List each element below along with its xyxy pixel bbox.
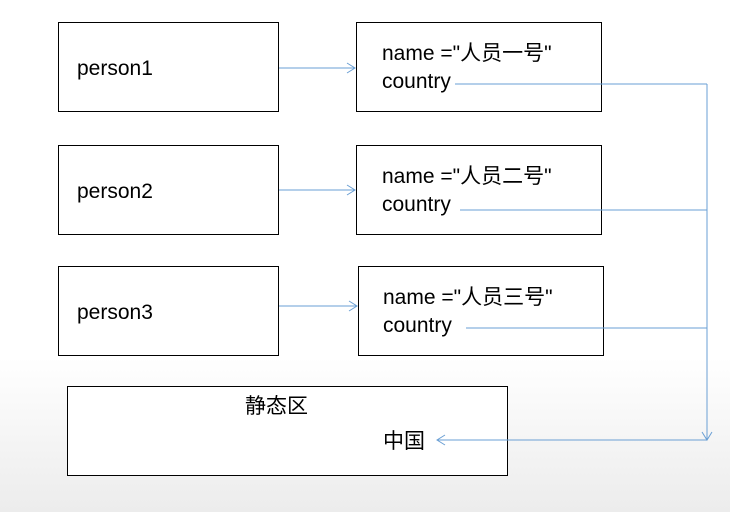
static-area-box: 静态区 中国: [67, 386, 508, 476]
person1-name-field: name ="人员一号": [382, 42, 552, 65]
person3-country-field: country: [383, 314, 452, 337]
static-area-title: 静态区: [245, 395, 308, 418]
person2-label: person2: [77, 180, 153, 203]
person2-box: person2: [58, 145, 279, 235]
person1-country-field: country: [382, 70, 451, 93]
person2-country-field: country: [382, 193, 451, 216]
person1-arrow: [279, 62, 356, 74]
shared-country-trunk: [701, 84, 713, 441]
person1-object-box: name ="人员一号" country: [356, 22, 602, 112]
person2-object-box: name ="人员二号" country: [356, 145, 602, 235]
person3-arrow: [279, 300, 358, 312]
person2-name-field: name ="人员二号": [382, 165, 552, 188]
person3-label: person3: [77, 301, 153, 324]
person3-box: person3: [58, 266, 279, 356]
person2-arrow: [279, 184, 356, 196]
person3-object-box: name ="人员三号" country: [358, 266, 604, 356]
person1-box: person1: [58, 22, 279, 112]
person1-label: person1: [77, 57, 153, 80]
static-area-value: 中国: [383, 430, 425, 453]
person3-name-field: name ="人员三号": [383, 286, 553, 309]
